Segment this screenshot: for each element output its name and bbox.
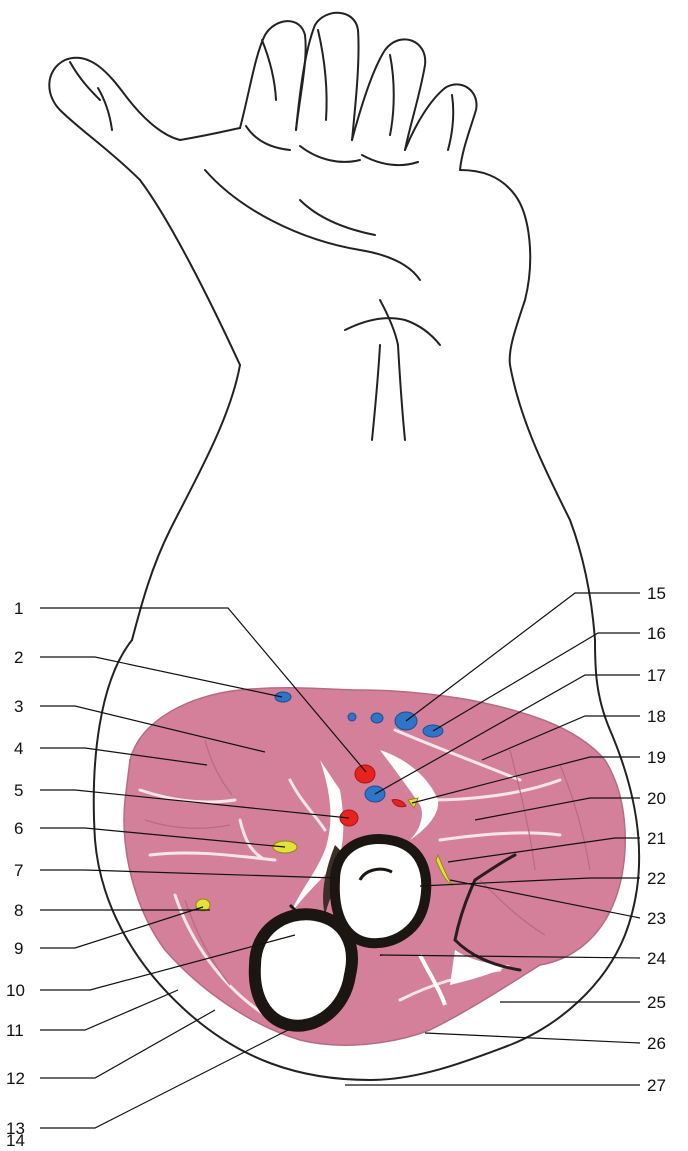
nerve-10 <box>196 899 210 911</box>
vein-small-b <box>371 713 383 723</box>
radius-bone <box>335 839 426 943</box>
label-12: 12 <box>6 1069 25 1088</box>
label-8: 8 <box>14 901 23 920</box>
label-22: 22 <box>647 869 666 888</box>
ulna-bone <box>255 914 352 1026</box>
label-26: 26 <box>647 1034 666 1053</box>
label-20: 20 <box>647 789 666 808</box>
vein-small-a <box>348 713 356 721</box>
label-4: 4 <box>14 739 23 758</box>
cross-section <box>124 688 625 1045</box>
label-6: 6 <box>14 819 23 838</box>
label-23: 23 <box>647 909 666 928</box>
label-14: 14 <box>6 1131 25 1150</box>
labels-right: 15 16 17 18 19 20 21 22 23 24 25 26 27 <box>647 584 666 1095</box>
artery-1 <box>355 765 375 783</box>
label-1: 1 <box>14 599 23 618</box>
label-10: 10 <box>6 981 25 1000</box>
label-11: 11 <box>6 1021 24 1040</box>
label-25: 25 <box>647 993 666 1012</box>
labels-left: 1 2 3 4 5 6 7 8 9 10 11 12 13 14 <box>6 599 25 1150</box>
label-17: 17 <box>647 666 666 685</box>
label-19: 19 <box>647 748 666 767</box>
label-24: 24 <box>647 949 666 968</box>
label-5: 5 <box>14 781 23 800</box>
label-27: 27 <box>647 1076 666 1095</box>
label-21: 21 <box>647 829 666 848</box>
label-3: 3 <box>14 697 23 716</box>
label-16: 16 <box>647 624 666 643</box>
label-9: 9 <box>14 939 23 958</box>
vein-2 <box>275 692 291 702</box>
label-2: 2 <box>14 648 23 667</box>
label-7: 7 <box>14 861 23 880</box>
label-15: 15 <box>647 584 666 603</box>
label-18: 18 <box>647 707 666 726</box>
